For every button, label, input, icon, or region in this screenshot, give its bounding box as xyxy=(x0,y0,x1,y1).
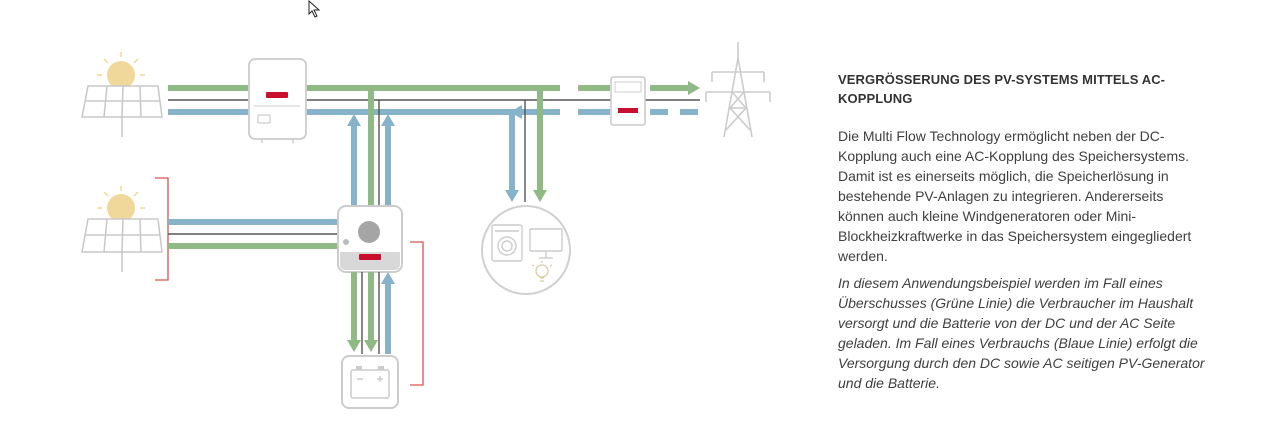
household-consumers xyxy=(481,205,571,295)
article-note: In diesem Anwendungsbeispiel werden im F… xyxy=(838,275,1205,391)
smart-meter-icon xyxy=(610,76,646,126)
ac-pv-generator xyxy=(81,177,169,281)
hybrid-feed-lines xyxy=(347,88,395,206)
inverter-icon xyxy=(248,58,307,143)
mouse-cursor-icon xyxy=(308,0,322,23)
ac-side-bracket xyxy=(155,177,169,281)
top-pv-generator xyxy=(81,52,163,137)
monitor-icon xyxy=(529,228,563,259)
hybrid-inverter-icon xyxy=(337,205,403,273)
pv-system-diagram xyxy=(81,42,771,409)
battery-icon xyxy=(341,355,399,409)
washing-machine-icon xyxy=(491,224,523,262)
ac-pv-lines xyxy=(168,219,338,249)
light-bulb-icon xyxy=(531,261,553,282)
article-text: VERGRÖSSERUNG DES PV-SYSTEMS MITTELS AC-… xyxy=(838,70,1210,393)
solar-panel-icon xyxy=(81,85,163,137)
storage-system-bracket xyxy=(410,241,424,386)
dc-bus-lines xyxy=(168,81,700,119)
power-pylon-icon xyxy=(705,42,771,138)
sun-icon xyxy=(97,52,145,89)
battery-feed-lines xyxy=(347,272,395,354)
sun-icon xyxy=(97,186,145,222)
household-feed-lines xyxy=(505,88,547,202)
article-body: Die Multi Flow Technology ermöglicht neb… xyxy=(838,128,1192,264)
article-heading: VERGRÖSSERUNG DES PV-SYSTEMS MITTELS AC-… xyxy=(838,72,1166,106)
solar-panel-icon xyxy=(81,218,163,272)
